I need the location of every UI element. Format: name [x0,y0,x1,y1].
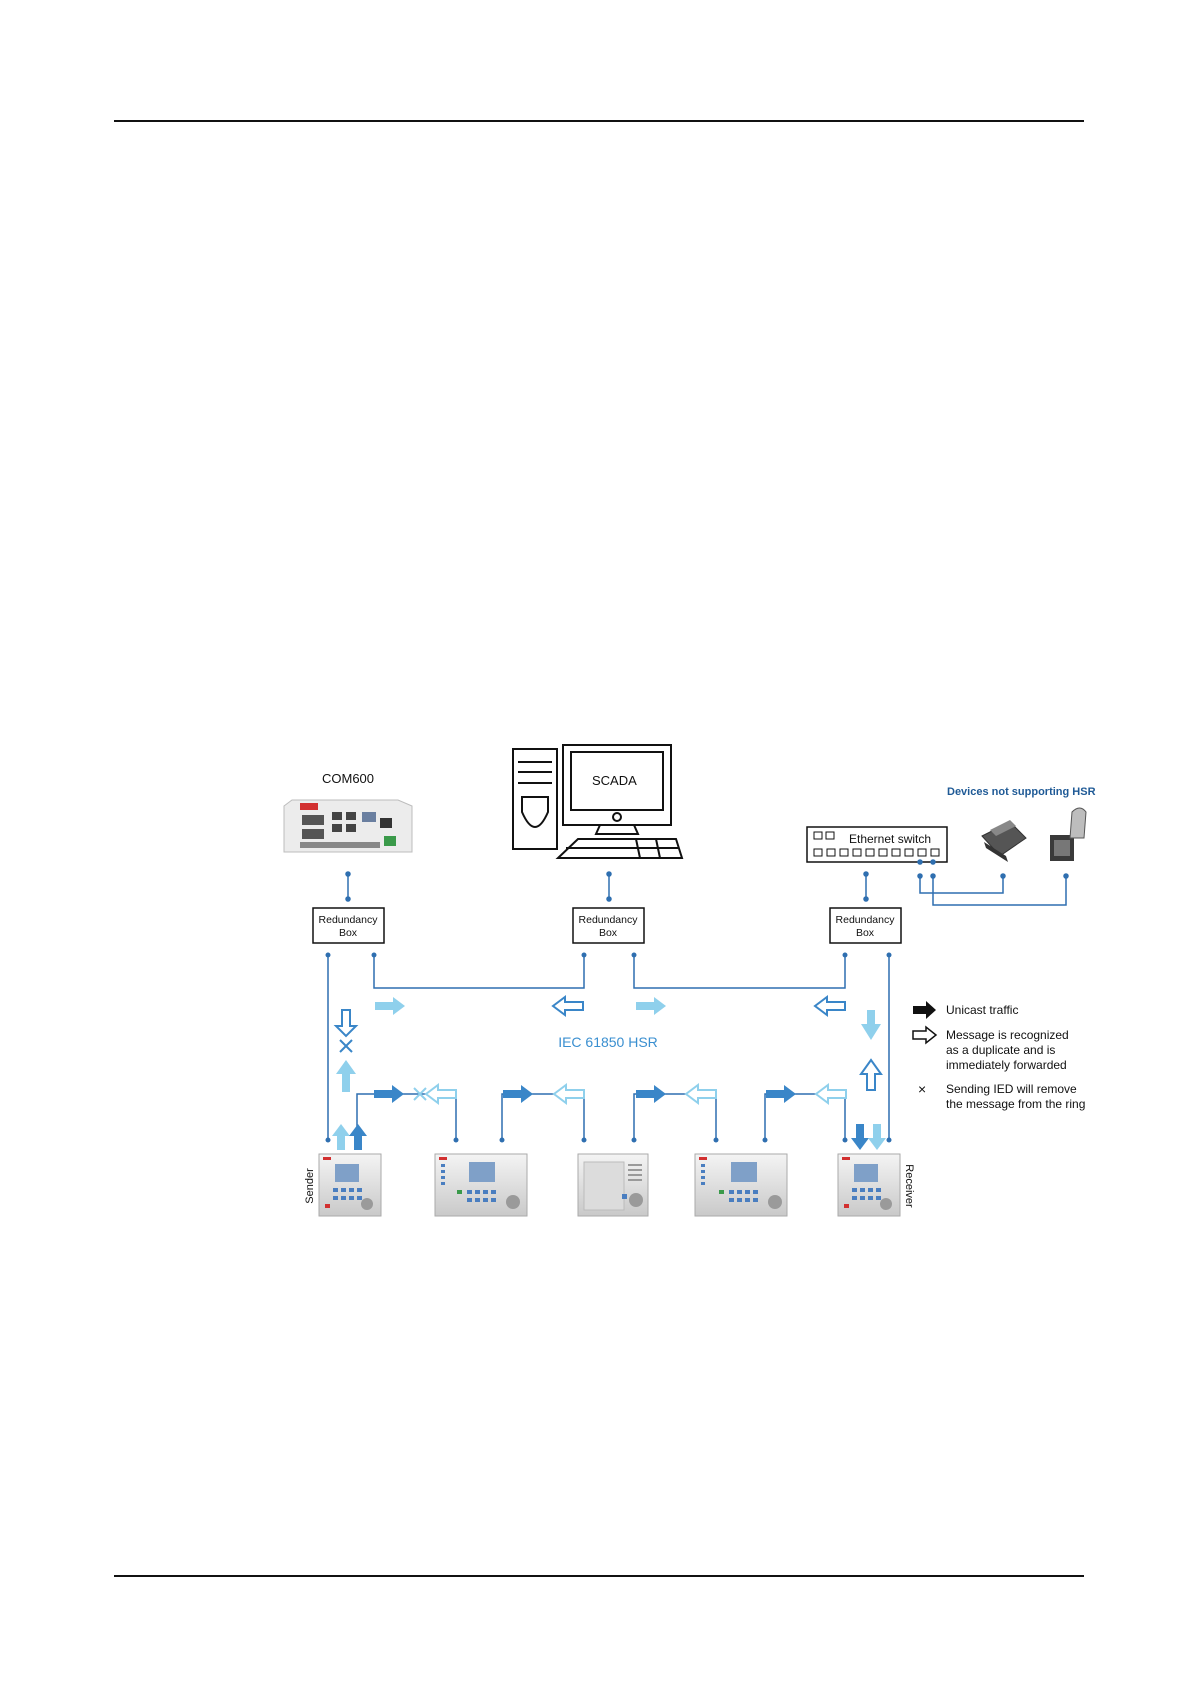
legend-duplicate-line2: as a duplicate and is [946,1043,1055,1057]
top-arrow-right-1 [375,997,405,1015]
redundancy-box-2: Redundancy Box [573,908,644,943]
bottom-arrow-right-1 [374,1085,404,1103]
svg-text:Redundancy: Redundancy [319,914,379,926]
receiver-arrow-down-dark [851,1124,869,1150]
bottom-arrow-left-hollow-1 [426,1085,456,1103]
legend-remove-symbol: × [918,1081,926,1097]
sender-label: Sender [304,1168,316,1204]
receiver-label: Receiver [903,1164,915,1208]
device-uplinks [346,860,1068,905]
scada-computer-icon [513,745,682,858]
scada-label: SCADA [592,773,637,788]
svg-text:Box: Box [599,927,618,939]
legend-duplicate-line3: immediately forwarded [946,1058,1067,1072]
bottom-arrow-left-hollow-2 [554,1085,584,1103]
bottom-arrow-right-3 [636,1085,666,1103]
legend: Unicast traffic Message is recognized as… [913,1001,1085,1111]
svg-text:Box: Box [856,927,875,939]
bottom-arrow-left-hollow-4 [816,1085,846,1103]
sender-arrow-up-dark [349,1124,367,1150]
top-arrow-left-hollow-1 [553,997,583,1015]
ied-sender [319,1154,381,1216]
redundancy-box-1: Redundancy Box [313,908,384,943]
legend-duplicate-arrow [913,1027,936,1043]
redundancy-box-3: Redundancy Box [830,908,901,943]
receiver-arrow-down-light [868,1124,886,1150]
svg-text:Box: Box [339,927,358,939]
bottom-arrow-left-hollow-3 [686,1085,716,1103]
legend-remove-line2: the message from the ring [946,1097,1085,1111]
svg-text:Redundancy: Redundancy [579,914,639,926]
bottom-arrow-right-4 [766,1085,796,1103]
legend-duplicate-line1: Message is recognized [946,1028,1069,1042]
printer-icon [982,820,1026,862]
top-arrow-right-2 [636,997,666,1015]
ethernet-switch-label: Ethernet switch [849,832,931,846]
legend-unicast-text: Unicast traffic [946,1003,1018,1017]
left-arrow-down-hollow [336,1010,356,1036]
ied-receiver [838,1154,900,1216]
left-arrow-up-light [336,1060,356,1092]
left-remove-x [340,1040,352,1052]
svg-text:Redundancy: Redundancy [836,914,896,926]
legend-unicast-arrow [913,1001,936,1019]
ied-4 [695,1154,787,1216]
devices-not-supporting-hsr-label: Devices not supporting HSR [947,786,1096,798]
right-arrow-down-light [861,1010,881,1040]
sender-arrow-up-light [332,1124,350,1150]
gps-clock-icon [1050,808,1086,861]
com600-label: COM600 [322,771,374,786]
com600-device [284,800,412,852]
top-arrow-left-hollow-2 [815,997,845,1015]
ied-3 [578,1154,648,1216]
network-label: IEC 61850 HSR [558,1034,658,1050]
bottom-arrow-right-2 [503,1085,533,1103]
ied-2 [435,1154,527,1216]
legend-remove-line1: Sending IED will remove [946,1082,1077,1096]
right-arrow-up-hollow [861,1060,881,1090]
